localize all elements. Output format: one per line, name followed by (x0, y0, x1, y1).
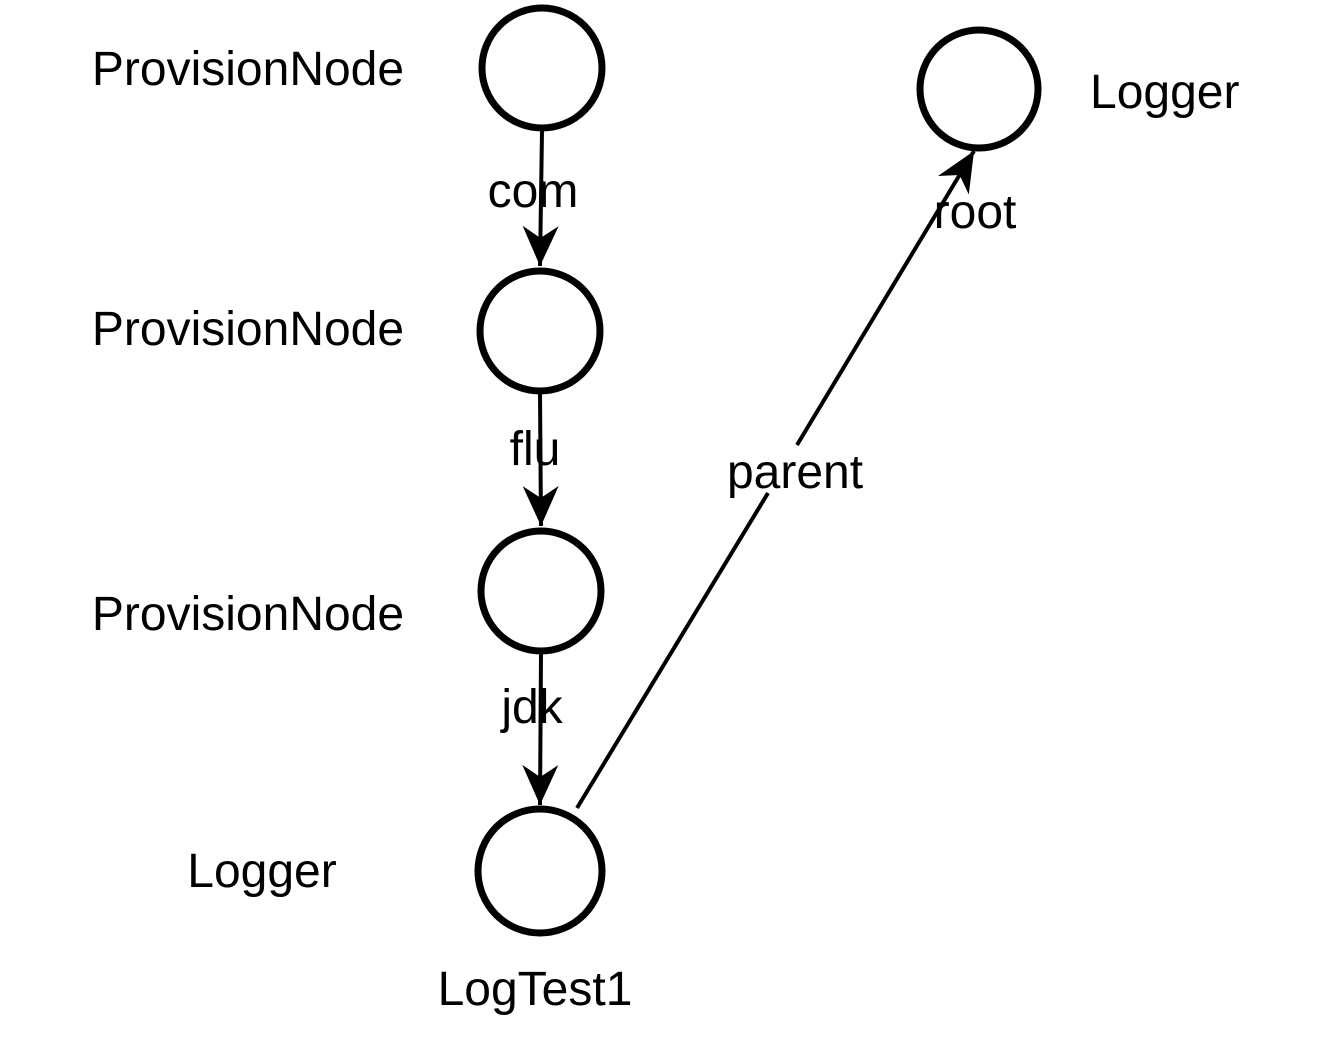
node-circle-provisionnode-1 (478, 4, 606, 132)
node-circle-logtest1 (474, 805, 606, 937)
edge-label-flu: flu (510, 423, 561, 476)
edge-label-com: com (488, 165, 579, 218)
edge-line-jdk (522, 653, 559, 806)
node-circle-root-logger (916, 26, 1042, 152)
node-label-provisionnode-1: ProvisionNode (92, 43, 404, 96)
node-label-provisionnode-2: ProvisionNode (92, 303, 404, 356)
edge-head-label-root: root (934, 186, 1017, 239)
node-circle-provisionnode-2 (476, 267, 604, 395)
node-circle-provisionnode-3 (477, 527, 605, 655)
edge-line-parent-lower (575, 491, 770, 810)
node-label-logger-bottom: Logger (187, 845, 336, 898)
node-label-provisionnode-3: ProvisionNode (92, 588, 404, 641)
edge-line-flu (522, 393, 559, 527)
edge-label-parent: parent (727, 446, 863, 499)
edge-line-parent-upper (795, 149, 976, 447)
node-name-logtest1: LogTest1 (438, 963, 633, 1016)
edge-label-jdk: jdk (499, 681, 563, 734)
node-label-logger-root: Logger (1090, 66, 1239, 119)
edge-line-com (522, 130, 559, 267)
